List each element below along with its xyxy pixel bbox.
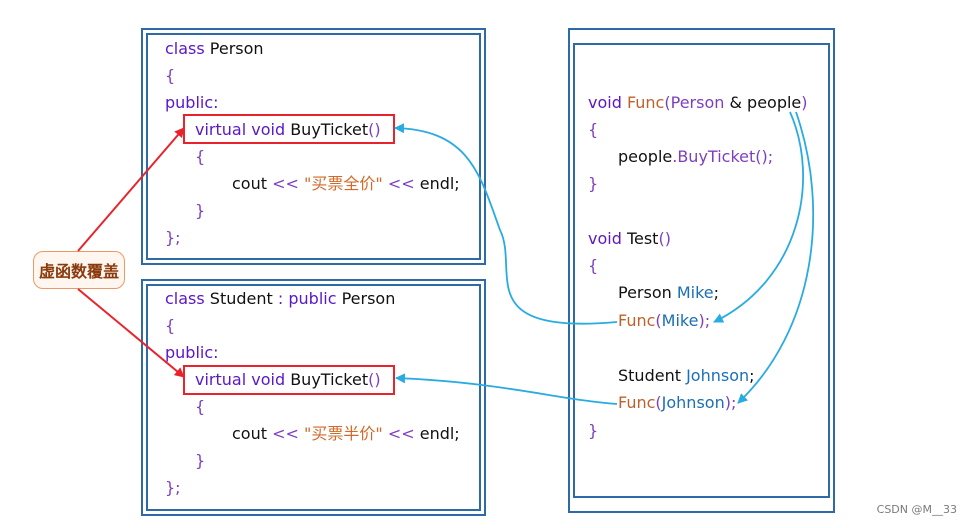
- param-arrow-to-mike: [713, 111, 804, 323]
- code-line: {: [195, 397, 206, 416]
- code-line: Student Johnson;: [618, 366, 755, 385]
- code-line: {: [165, 316, 176, 335]
- param-arrow-to-johnson: [737, 111, 815, 404]
- code-line: {: [588, 120, 599, 139]
- code-line: Person Mike;: [618, 283, 720, 302]
- person-class-code: class Person { public: virtual void BuyT…: [165, 35, 465, 255]
- cout-line: cout << "买票半价" << endl;: [232, 424, 460, 443]
- override-arrow-person: [77, 127, 185, 252]
- call-arrow-mike-to-person: [394, 123, 618, 325]
- func-test-code: void Func(Person & people) { people.BuyT…: [588, 89, 828, 449]
- code-line: };: [165, 478, 181, 497]
- override-arrow-student: [77, 288, 185, 378]
- code-line: }: [195, 451, 206, 470]
- code-line: people.BuyTicket();: [618, 147, 774, 166]
- code-line: class Person: [165, 39, 264, 58]
- code-line: }: [588, 174, 599, 193]
- person-class-frame: [141, 28, 486, 265]
- code-line: };: [165, 228, 181, 247]
- person-class-inner-frame: [146, 33, 481, 260]
- func-test-frame: [568, 28, 835, 513]
- virtual-method-line: virtual void BuyTicket(): [195, 370, 381, 389]
- code-line: Func(Mike);: [618, 311, 711, 330]
- code-line: }: [195, 201, 206, 220]
- student-buyticket-highlight: [183, 365, 395, 395]
- override-callout: 虚函数覆盖: [33, 251, 125, 289]
- watermark: CSDN @M__33: [876, 503, 957, 516]
- student-class-inner-frame: [146, 284, 481, 511]
- code-line: }: [588, 421, 599, 440]
- code-line: {: [195, 147, 206, 166]
- code-line: {: [165, 66, 176, 85]
- code-line: Func(Johnson);: [618, 393, 737, 412]
- code-line: public:: [165, 343, 219, 362]
- code-line: class Student : public Person: [165, 289, 396, 308]
- virtual-method-line: virtual void BuyTicket(): [195, 120, 381, 139]
- cout-line: cout << "买票全价" << endl;: [232, 174, 460, 193]
- code-line: void Func(Person & people): [588, 93, 808, 112]
- student-class-frame: [141, 279, 486, 516]
- call-arrow-johnson-to-student: [395, 373, 618, 405]
- code-line: {: [588, 256, 599, 275]
- func-test-inner-frame: [573, 43, 830, 498]
- code-line: public:: [165, 93, 219, 112]
- student-class-code: class Student : public Person { public: …: [165, 285, 465, 505]
- code-line: void Test(): [588, 229, 671, 248]
